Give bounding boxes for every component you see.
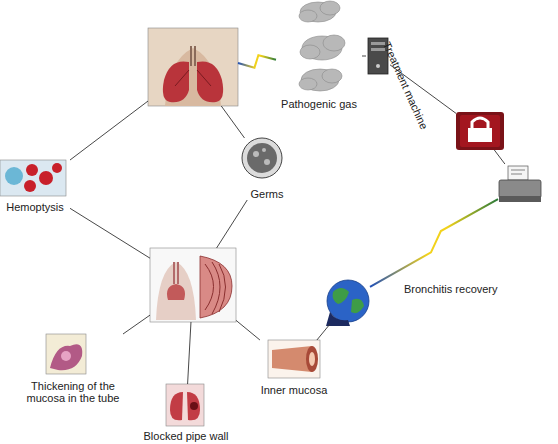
node-caption: Thickening of the mucosa in the tube: [12, 380, 134, 404]
connector-line: [70, 208, 150, 258]
lightning-link: [238, 55, 276, 67]
connector-line: [123, 315, 150, 334]
globe-icon: [326, 280, 369, 326]
lungs-picture: [148, 28, 238, 106]
node-caption: Pathogenic gas: [281, 98, 357, 110]
connector-line: [317, 324, 330, 340]
node-caption: Blocked pipe wall: [144, 430, 229, 442]
lungs-node: [148, 28, 238, 106]
hemoptysis-picture: [0, 160, 66, 196]
node-caption: Hemoptysis: [6, 201, 63, 213]
node-caption: Germs: [251, 188, 284, 200]
printer-icon: [499, 166, 541, 202]
node-caption: Inner mucosa: [261, 384, 328, 396]
germs-picture: [242, 138, 282, 178]
blocked-node: Blocked pipe wall: [138, 384, 234, 442]
connector-line: [362, 56, 366, 57]
hemoptysis-node: Hemoptysis: [0, 160, 70, 213]
connector-line: [494, 150, 505, 164]
printer-node: [498, 164, 542, 204]
machine-node: Treatment machine: [366, 36, 390, 76]
node-caption: Treatment machine: [381, 40, 430, 131]
connector-line: [221, 106, 244, 138]
gas-clouds: [299, 1, 345, 91]
blocked-lungs-picture: [166, 384, 204, 426]
lock-icon: [456, 112, 504, 150]
connector-line: [70, 101, 148, 160]
inner-mucosa-node: Inner mucosa: [258, 340, 330, 396]
globe-node: [326, 280, 370, 324]
connector-line: [217, 200, 248, 248]
lightning-link: [370, 199, 498, 287]
tube-picture: [268, 340, 320, 378]
connector-line: [188, 322, 191, 384]
airway-node: [150, 248, 236, 322]
mucosa-node: Thickening of the mucosa in the tube: [12, 334, 134, 404]
mucosa-picture: [46, 334, 86, 374]
lock-node: [456, 112, 504, 150]
connector-line: [236, 320, 260, 340]
edge-label: Bronchitis recovery: [404, 283, 498, 295]
airway-picture: [150, 248, 236, 322]
gas-node: Pathogenic gas: [276, 2, 362, 110]
germs-node: Germs: [238, 138, 296, 200]
